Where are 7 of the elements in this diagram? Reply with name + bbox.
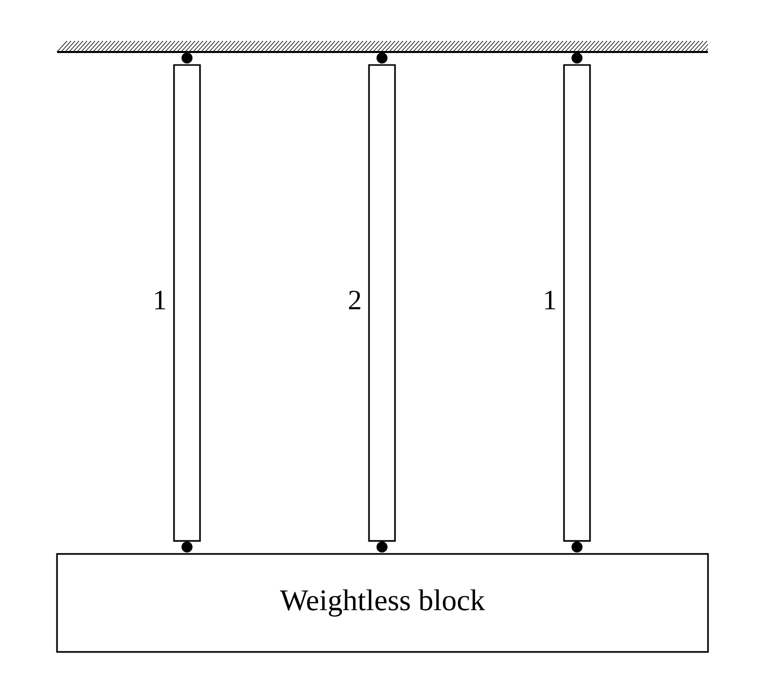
rod-number: 2 <box>349 290 360 310</box>
block: Weightless block <box>56 553 709 653</box>
rod-number: 1 <box>545 290 556 310</box>
rod <box>563 64 591 542</box>
rod-number: 1 <box>155 290 166 310</box>
rod <box>173 64 201 542</box>
rod <box>368 64 396 542</box>
